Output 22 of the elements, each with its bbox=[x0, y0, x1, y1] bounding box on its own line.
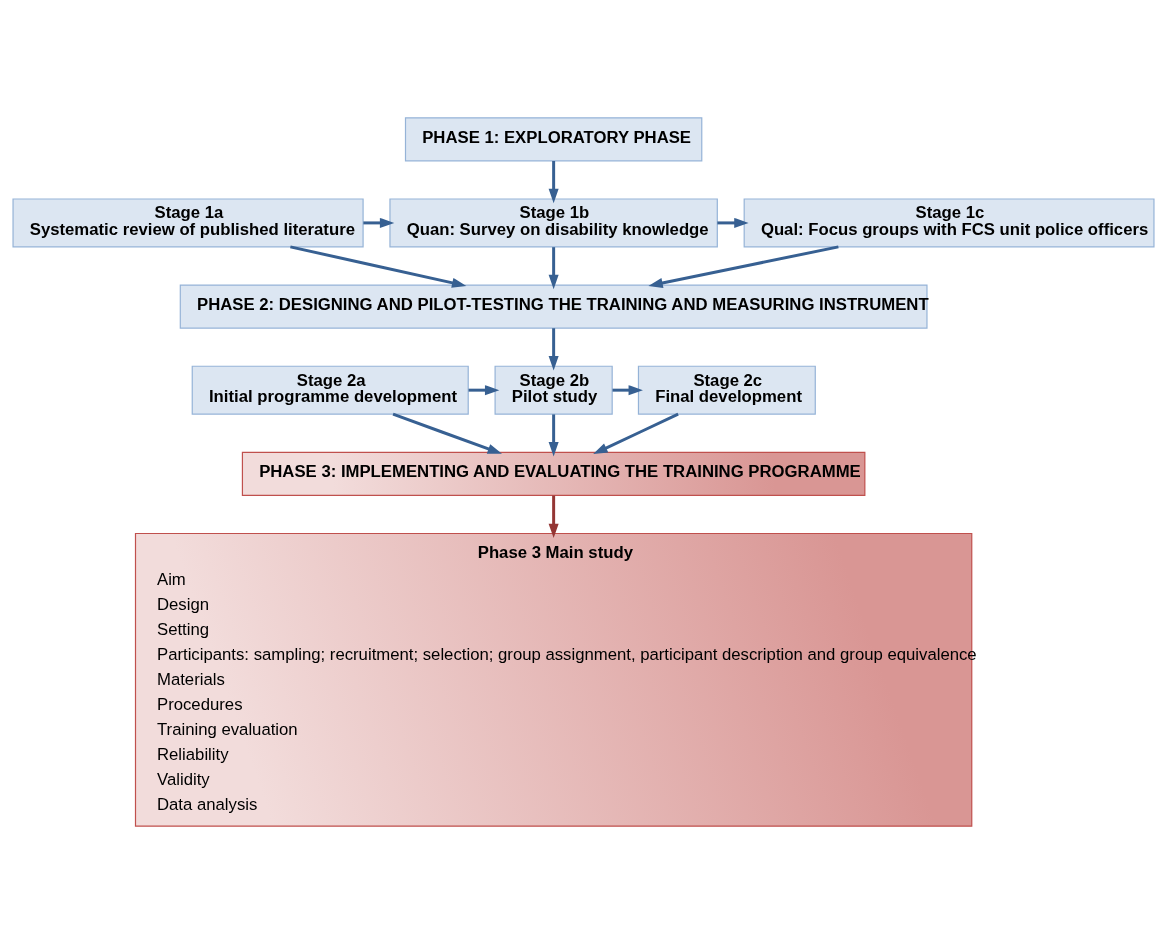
arrow bbox=[593, 412, 679, 455]
node-box: Stage 1b Quan: Survey on disability knowledge bbox=[389, 198, 718, 248]
arrow bbox=[290, 245, 467, 288]
arrow bbox=[548, 495, 559, 539]
node-box: Stage 2b Pilot study bbox=[494, 365, 613, 415]
node-box: PHASE 1: EXPLORATORY PHASE bbox=[404, 117, 703, 162]
arrow bbox=[548, 414, 559, 457]
arrow bbox=[717, 217, 749, 228]
arrow bbox=[363, 217, 395, 228]
node-box: PHASE 3: IMPLEMENTING AND EVALUATING THE TRAINING PROGRAMME bbox=[241, 451, 866, 496]
node-box: PHASE 2: DESIGNING AND PILOT-TESTING THE TRAINING AND MEASURING INSTRUMENT bbox=[179, 284, 928, 329]
arrow bbox=[648, 245, 839, 288]
arrow bbox=[392, 412, 502, 454]
arrow bbox=[468, 385, 500, 396]
arrow bbox=[548, 247, 559, 290]
arrow bbox=[548, 328, 559, 371]
node-box: Stage 1a Systematic review of published literature bbox=[12, 198, 364, 248]
node-box: Stage 2c Final development bbox=[637, 365, 816, 415]
arrow bbox=[612, 385, 643, 396]
node-box: Stage 1c Qual: Focus groups with FCS unit police officers bbox=[743, 198, 1155, 248]
arrow bbox=[548, 161, 559, 204]
node-box: Stage 2a Initial programme development bbox=[191, 365, 469, 415]
